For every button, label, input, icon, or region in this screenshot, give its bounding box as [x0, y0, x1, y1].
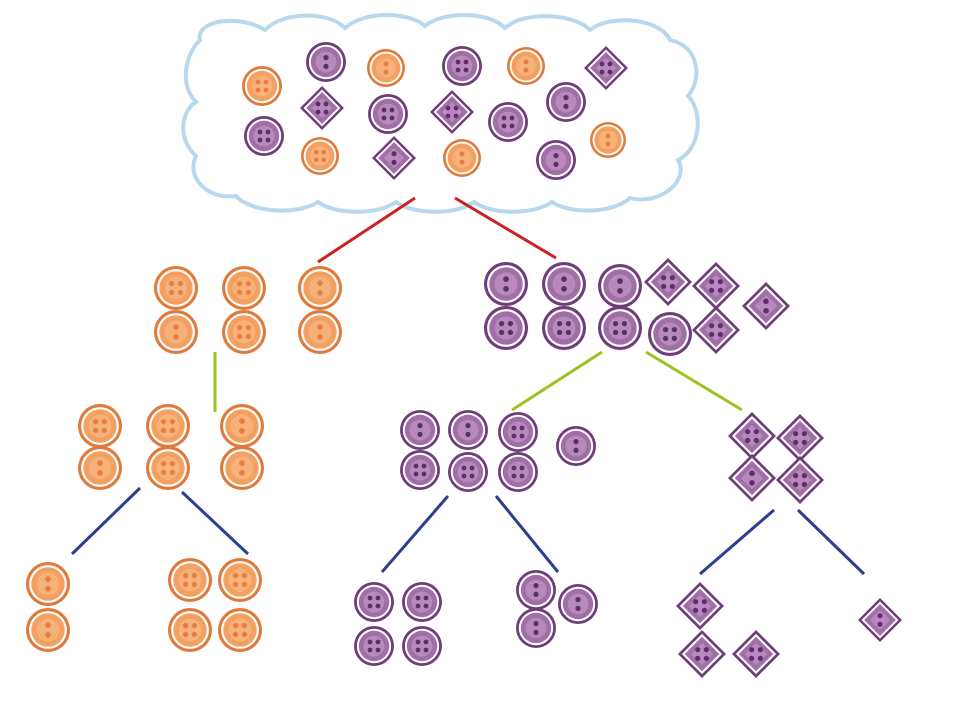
- purple-round-button-icon: [484, 262, 528, 306]
- purple-round-button-icon: [448, 452, 488, 492]
- orange-round-button-icon: [222, 310, 266, 354]
- group-purple-diamond-buttons: [728, 412, 824, 504]
- group-purple-round-buttons: [400, 410, 596, 492]
- group-all-buttons: [242, 42, 628, 180]
- orange-round-button-icon: [168, 558, 212, 602]
- group-orange-four-hole: [168, 558, 262, 652]
- connector-line: [494, 495, 560, 573]
- purple-diamond-button-icon: [858, 598, 902, 642]
- purple-round-button-icon: [306, 42, 346, 82]
- purple-diamond-button-icon: [676, 582, 724, 630]
- purple-diamond-button-icon: [692, 306, 740, 354]
- purple-diamond-button-icon: [776, 456, 824, 504]
- purple-round-button-icon: [442, 46, 482, 86]
- group-purple-buttons: [484, 258, 790, 356]
- purple-round-button-icon: [244, 116, 284, 156]
- connector-lines: [70, 196, 866, 576]
- orange-round-button-icon: [168, 608, 212, 652]
- purple-diamond-button-icon: [742, 282, 790, 330]
- purple-round-button-icon: [488, 102, 528, 142]
- orange-round-button-icon: [218, 608, 262, 652]
- group-purple-round-two-hole: [516, 570, 598, 648]
- connector-line: [317, 196, 416, 264]
- purple-round-button-icon: [516, 570, 556, 610]
- orange-round-button-icon: [26, 562, 70, 606]
- purple-round-button-icon: [516, 608, 556, 648]
- connector-line: [70, 486, 142, 556]
- purple-diamond-button-icon: [430, 90, 474, 134]
- purple-round-button-icon: [400, 410, 440, 450]
- group-purple-diamond-four-hole: [676, 582, 780, 678]
- orange-round-button-icon: [78, 404, 122, 448]
- purple-round-button-icon: [402, 626, 442, 666]
- purple-round-button-icon: [498, 412, 538, 452]
- orange-round-button-icon: [154, 266, 198, 310]
- orange-round-button-icon: [78, 446, 122, 490]
- orange-round-button-icon: [298, 266, 342, 310]
- purple-round-button-icon: [368, 94, 408, 134]
- orange-round-button-icon: [154, 310, 198, 354]
- purple-diamond-button-icon: [372, 136, 416, 180]
- connector-line: [511, 350, 603, 412]
- purple-round-button-icon: [598, 264, 642, 308]
- group-orange-buttons-repeat: [78, 404, 264, 490]
- orange-round-button-icon: [222, 266, 266, 310]
- connector-line: [645, 350, 743, 412]
- orange-round-button-icon: [220, 446, 264, 490]
- purple-diamond-button-icon: [776, 414, 824, 462]
- purple-round-button-icon: [648, 312, 692, 356]
- orange-round-button-icon: [443, 139, 481, 177]
- purple-round-button-icon: [484, 306, 528, 350]
- orange-round-button-icon: [367, 49, 405, 87]
- purple-round-button-icon: [448, 410, 488, 450]
- purple-round-button-icon: [402, 582, 442, 622]
- orange-round-button-icon: [301, 137, 339, 175]
- purple-diamond-button-icon: [584, 46, 628, 90]
- orange-round-button-icon: [146, 404, 190, 448]
- purple-round-button-icon: [498, 452, 538, 492]
- orange-round-button-icon: [220, 404, 264, 448]
- group-orange-two-hole: [26, 562, 70, 652]
- connector-line: [380, 495, 450, 573]
- connector-line: [180, 490, 250, 556]
- group-purple-round-four-hole: [354, 582, 442, 666]
- orange-round-button-icon: [26, 608, 70, 652]
- purple-round-button-icon: [542, 262, 586, 306]
- group-orange-buttons: [154, 266, 342, 354]
- purple-diamond-button-icon: [732, 630, 780, 678]
- orange-round-button-icon: [218, 558, 262, 602]
- purple-round-button-icon: [546, 82, 586, 122]
- connector-line: [796, 508, 866, 576]
- purple-round-button-icon: [354, 626, 394, 666]
- buttons-layer: [26, 42, 902, 678]
- orange-round-button-icon: [590, 122, 626, 158]
- orange-round-button-icon: [242, 66, 282, 106]
- purple-diamond-button-icon: [644, 258, 692, 306]
- purple-diamond-button-icon: [728, 454, 776, 502]
- connector-line: [699, 508, 775, 576]
- purple-diamond-button-icon: [300, 86, 344, 130]
- purple-round-button-icon: [354, 582, 394, 622]
- purple-round-button-icon: [536, 140, 576, 180]
- orange-round-button-icon: [146, 446, 190, 490]
- connector-line: [454, 196, 557, 260]
- purple-round-button-icon: [542, 306, 586, 350]
- purple-round-button-icon: [598, 306, 642, 350]
- orange-round-button-icon: [298, 310, 342, 354]
- purple-round-button-icon: [558, 584, 598, 624]
- purple-round-button-icon: [400, 450, 440, 490]
- purple-round-button-icon: [556, 426, 596, 466]
- orange-round-button-icon: [507, 47, 545, 85]
- purple-diamond-button-icon: [692, 262, 740, 310]
- purple-diamond-button-icon: [678, 630, 726, 678]
- group-purple-diamond-two-hole: [858, 598, 902, 642]
- purple-diamond-button-icon: [728, 412, 776, 460]
